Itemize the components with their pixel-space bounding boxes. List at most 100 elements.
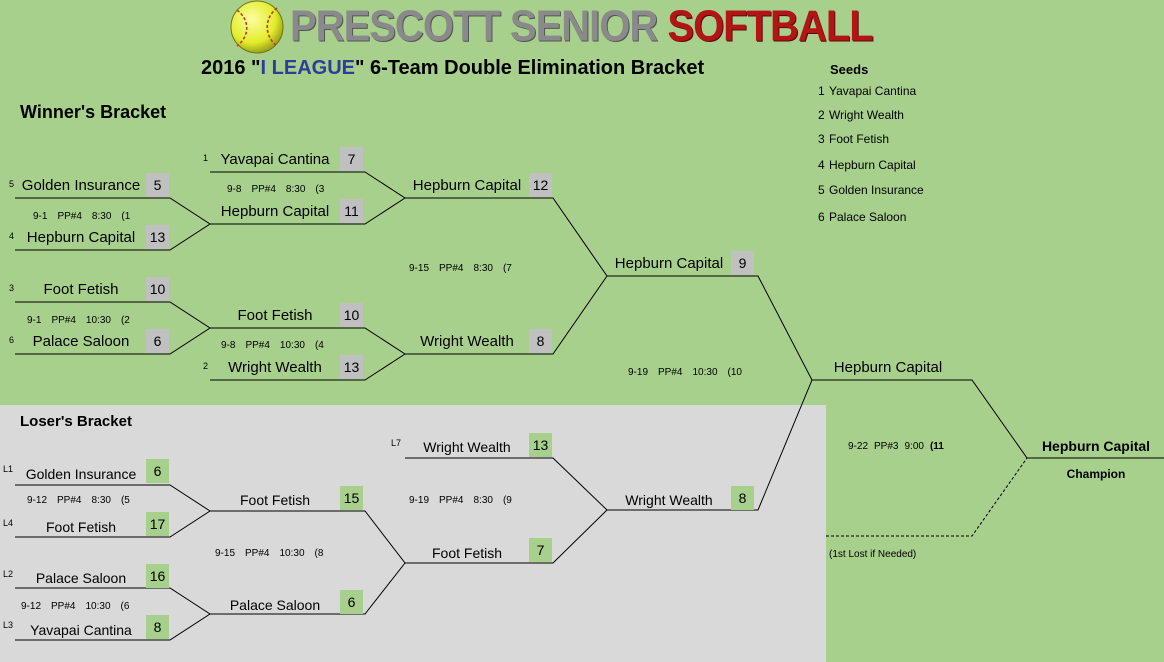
game-info-part: PP#4 <box>439 263 464 274</box>
seeds-title: Seeds <box>830 62 869 77</box>
game-info-part: PP#4 <box>245 340 270 351</box>
logo-text-gray: PRESCOTT SENIOR <box>290 2 668 51</box>
game-info-part: PP#4 <box>51 601 76 612</box>
team-score: 9 <box>731 251 754 275</box>
title-prefix: 2016 " <box>201 57 261 79</box>
team-score: 8 <box>529 329 552 353</box>
team-score: 16 <box>146 564 169 588</box>
if-needed-note: (1st Lost if Needed) <box>829 549 917 560</box>
team-name: Palace Saloon <box>35 570 127 586</box>
page-title: 2016 "I LEAGUE" 6-Team Double Eliminatio… <box>201 57 704 80</box>
team-score: 11 <box>340 199 363 223</box>
team-name: Golden Insurance <box>21 177 141 194</box>
game-info-part: 9-12 <box>21 601 42 612</box>
team-name: Foot Fetish <box>43 281 119 298</box>
game-info-part: PP#4 <box>251 184 276 195</box>
team-name: Hepburn Capital <box>220 203 330 220</box>
game-info-part: 9-8 <box>221 340 236 351</box>
game-info-part: 10:30 <box>279 340 305 351</box>
team-name: Foot Fetish <box>237 307 313 324</box>
team-name: Palace Saloon <box>229 597 321 613</box>
team-seed: L1 <box>3 464 14 474</box>
team-seed: 2 <box>203 361 209 371</box>
game-info-part: (6 <box>120 601 130 612</box>
game-info-part: 9-12 <box>27 495 48 506</box>
team-name: Golden Insurance <box>25 466 137 482</box>
team-score: 13 <box>146 225 169 249</box>
team-name: Hepburn Capital <box>26 229 136 246</box>
team-score: 13 <box>529 433 552 457</box>
game-info-part: PP#4 <box>658 367 683 378</box>
game-info-part: 10:30 <box>85 315 111 326</box>
softball-logo-icon <box>230 0 284 54</box>
team-score: 8 <box>731 486 754 510</box>
game-info-part: 8:30 <box>285 184 306 195</box>
game-info-part: (5 <box>120 495 130 506</box>
game-info-part: PP#4 <box>51 315 76 326</box>
team-name: Palace Saloon <box>32 333 130 350</box>
game-info-part: 9-8 <box>227 184 242 195</box>
team-seed: L7 <box>391 438 402 448</box>
game-info-part: (9 <box>502 495 512 506</box>
team-score: 6 <box>146 459 169 483</box>
team-name: Foot Fetish <box>431 545 503 561</box>
team-score: 8 <box>146 615 169 639</box>
team-score: 6 <box>146 329 169 353</box>
seed-number: 2 <box>818 108 825 122</box>
game-info-part: (4 <box>314 340 324 351</box>
team-score: 12 <box>529 173 552 197</box>
game-info-part: (7 <box>502 263 512 274</box>
game-info-part: 9-19 <box>409 495 430 506</box>
team-name: Hepburn Capital <box>833 359 943 376</box>
game-info-part: (3 <box>315 184 325 195</box>
game-info: 9-8 PP#4 10:30 (4 <box>221 340 324 351</box>
logo-text-red: SOFTBALL <box>667 2 873 51</box>
losers-bracket-heading: Loser's Bracket <box>20 413 132 430</box>
team-score: 17 <box>146 512 169 536</box>
seed-number: 5 <box>818 183 825 197</box>
game-info-part: 9-1 <box>33 211 48 222</box>
game-info-part: 10:30 <box>279 548 305 559</box>
game-info: 9-15 PP#4 8:30 (7 <box>409 263 512 274</box>
team-score: 13 <box>340 355 363 379</box>
seed-name: Palace Saloon <box>829 210 907 224</box>
team-score: 6 <box>340 590 363 614</box>
game-info-part: PP#4 <box>439 495 464 506</box>
team-seed: 1 <box>203 153 209 163</box>
game-info-part: 9-15 <box>409 263 430 274</box>
team-name: Yavapai Cantina <box>220 151 330 168</box>
team-seed: 4 <box>9 231 15 241</box>
team-score: 7 <box>529 538 552 562</box>
seed-number: 6 <box>818 210 825 224</box>
game-info-part: 10:30 <box>692 367 718 378</box>
team-name: Foot Fetish <box>239 492 311 508</box>
game-info-part: 9:00 <box>904 441 924 452</box>
team-score: 10 <box>146 277 169 301</box>
game-info-part: 8:30 <box>473 263 493 274</box>
team-name: Wright Wealth <box>420 333 514 350</box>
game-info-part: PP#4 <box>245 548 270 559</box>
team-score: 7 <box>340 147 363 171</box>
game-info-part: (1 <box>121 211 131 222</box>
game-info-part: PP#3 <box>874 441 899 452</box>
team-name: Yavapai Cantina <box>30 622 132 638</box>
team-name: Wright Wealth <box>228 359 322 376</box>
logo-wordmark: PRESCOTT SENIOR SOFTBALL <box>290 2 874 52</box>
game-info-part: PP#4 <box>57 211 82 222</box>
team-name: Foot Fetish <box>45 519 117 535</box>
game-info-part: 9-19 <box>628 367 649 378</box>
team-score: 15 <box>340 486 363 510</box>
